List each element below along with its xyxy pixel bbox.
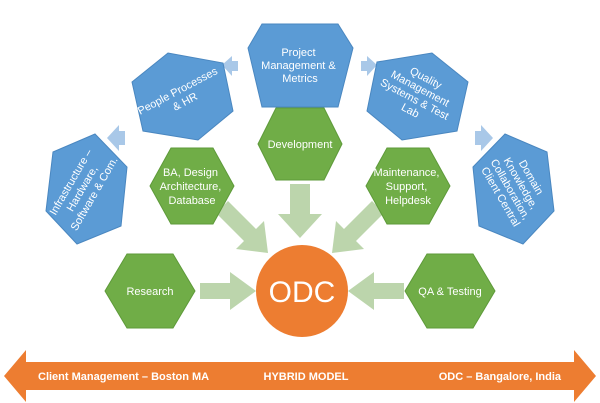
node-infrastructure-hexagon [45, 133, 128, 245]
node-ba-hexagon [149, 147, 235, 225]
center-odc-label: ODC [269, 276, 336, 309]
center-odc: ODC [256, 245, 348, 337]
node-qa-testing: QA & Testing [404, 253, 496, 329]
arrow-qa [348, 272, 404, 310]
node-people-hexagon [131, 52, 234, 141]
node-maintenance-hexagon [365, 147, 451, 225]
node-project-label: Project Management & Metrics [261, 47, 339, 85]
bottom-bar-arrow [4, 350, 596, 402]
node-domain-knowledge: Domain Knowledge, Collaboration, Client … [472, 133, 555, 245]
arrow-research [200, 272, 256, 310]
node-infrastructure: Infrastructure – Hardware, Software & Co… [45, 133, 128, 245]
node-development-hexagon [257, 107, 343, 181]
bottom-bar: Client Management – Boston MA HYBRID MOD… [4, 350, 596, 402]
node-quality-management: Quality Management Systems & Test Lab [366, 52, 469, 141]
arrow-development [278, 184, 322, 238]
node-project-management: Project Management & Metrics [247, 23, 354, 108]
blue-hexagons: Infrastructure – Hardware, Software & Co… [45, 23, 555, 245]
node-ba-label: BA, Design Architecture, Database [160, 167, 225, 207]
outer-connectors [107, 56, 493, 151]
arrow-ba-design [216, 201, 268, 253]
arrow-maintenance [332, 201, 384, 253]
node-maintenance-label: Maintenance, Support, Helpdesk [373, 167, 442, 207]
connector-arrow [222, 56, 238, 76]
node-qa-label: QA & Testing [418, 286, 481, 298]
node-research: Research [104, 253, 196, 329]
node-development-label: Development [268, 139, 333, 151]
node-project-hexagon [247, 23, 354, 108]
bottom-bar-middle-label: HYBRID MODEL [264, 371, 349, 383]
node-quality-hexagon [366, 52, 469, 141]
node-research-label: Research [126, 286, 173, 298]
center-odc-circle [256, 245, 348, 337]
inflow-arrows [200, 184, 404, 310]
node-ba-design: BA, Design Architecture, Database [149, 147, 235, 225]
green-hexagons: Development BA, Design Architecture, Dat… [104, 107, 496, 329]
node-research-hexagon [104, 253, 196, 329]
bottom-bar-left-label: Client Management – Boston MA [38, 371, 209, 383]
node-domain-hexagon [472, 133, 555, 245]
connector-arrow [361, 56, 377, 76]
node-maintenance: Maintenance, Support, Helpdesk [365, 147, 451, 225]
node-development: Development [257, 107, 343, 181]
connector-arrow [107, 125, 125, 151]
node-people-processes: People Processes & HR [131, 52, 234, 141]
node-qa-hexagon [404, 253, 496, 329]
bottom-bar-right-label: ODC – Bangalore, India [439, 371, 562, 383]
connector-arrow [475, 125, 493, 151]
